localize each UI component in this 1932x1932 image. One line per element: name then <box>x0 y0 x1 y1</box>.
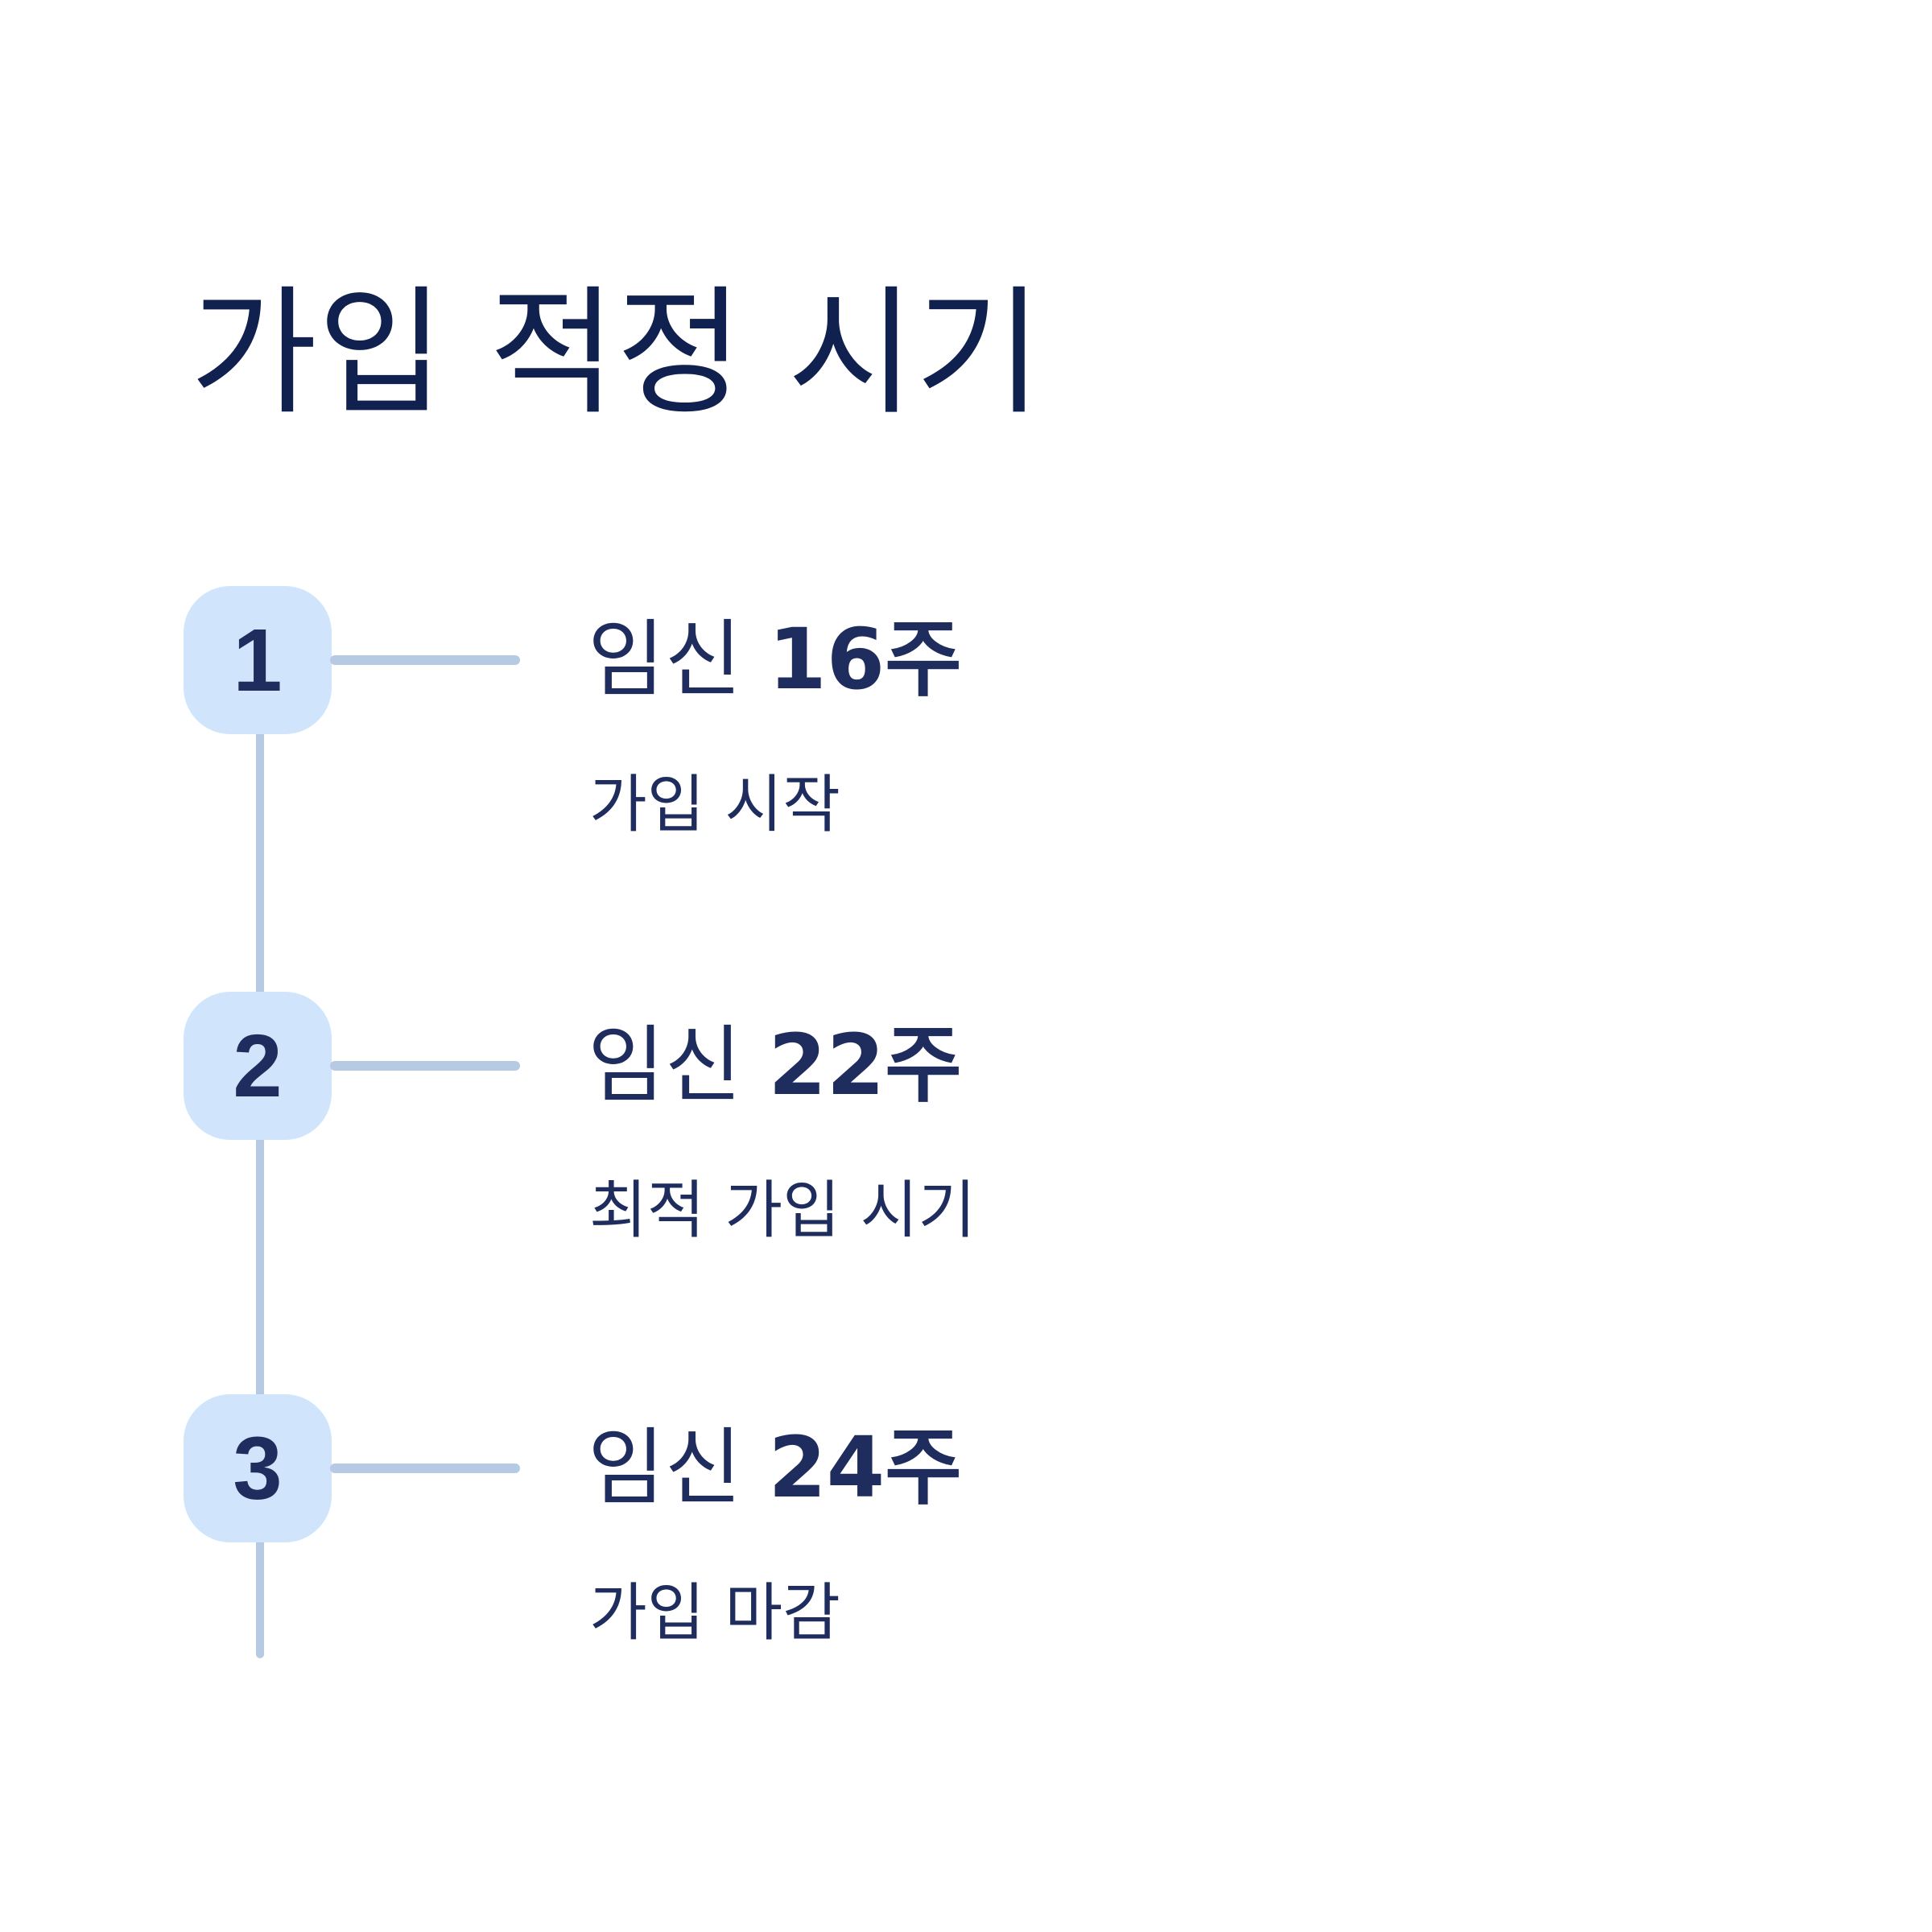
page-title: 가입 적정 시기 <box>190 272 1042 434</box>
step-number-badge: 2 <box>184 992 332 1140</box>
step-title: 임신 16주 <box>588 613 962 705</box>
step-title: 임신 24주 <box>588 1422 962 1513</box>
step-connector <box>330 1061 520 1071</box>
step-title-week: 24주 <box>768 1418 962 1517</box>
step-title-prefix: 임신 <box>588 610 769 708</box>
step-title-prefix: 임신 <box>588 1016 769 1114</box>
timeline-step-1: 1 임신 16주 가입 시작 <box>0 586 1932 924</box>
step-title-week: 22주 <box>768 1016 962 1114</box>
step-caption: 최적 가입 시기 <box>589 1174 976 1247</box>
step-title-week: 16주 <box>768 610 962 708</box>
step-title-prefix: 임신 <box>588 1418 769 1517</box>
timeline-step-2: 2 임신 22주 최적 가입 시기 <box>0 992 1932 1330</box>
step-caption: 가입 마감 <box>589 1577 840 1649</box>
step-connector <box>330 1463 520 1473</box>
step-title: 임신 22주 <box>588 1019 962 1111</box>
step-connector <box>330 655 520 665</box>
step-number-badge: 1 <box>184 586 332 734</box>
step-caption: 가입 시작 <box>589 769 840 841</box>
step-number-badge: 3 <box>184 1394 332 1542</box>
timeline-step-3: 3 임신 24주 가입 마감 <box>0 1394 1932 1732</box>
timeline-line <box>256 660 264 1658</box>
